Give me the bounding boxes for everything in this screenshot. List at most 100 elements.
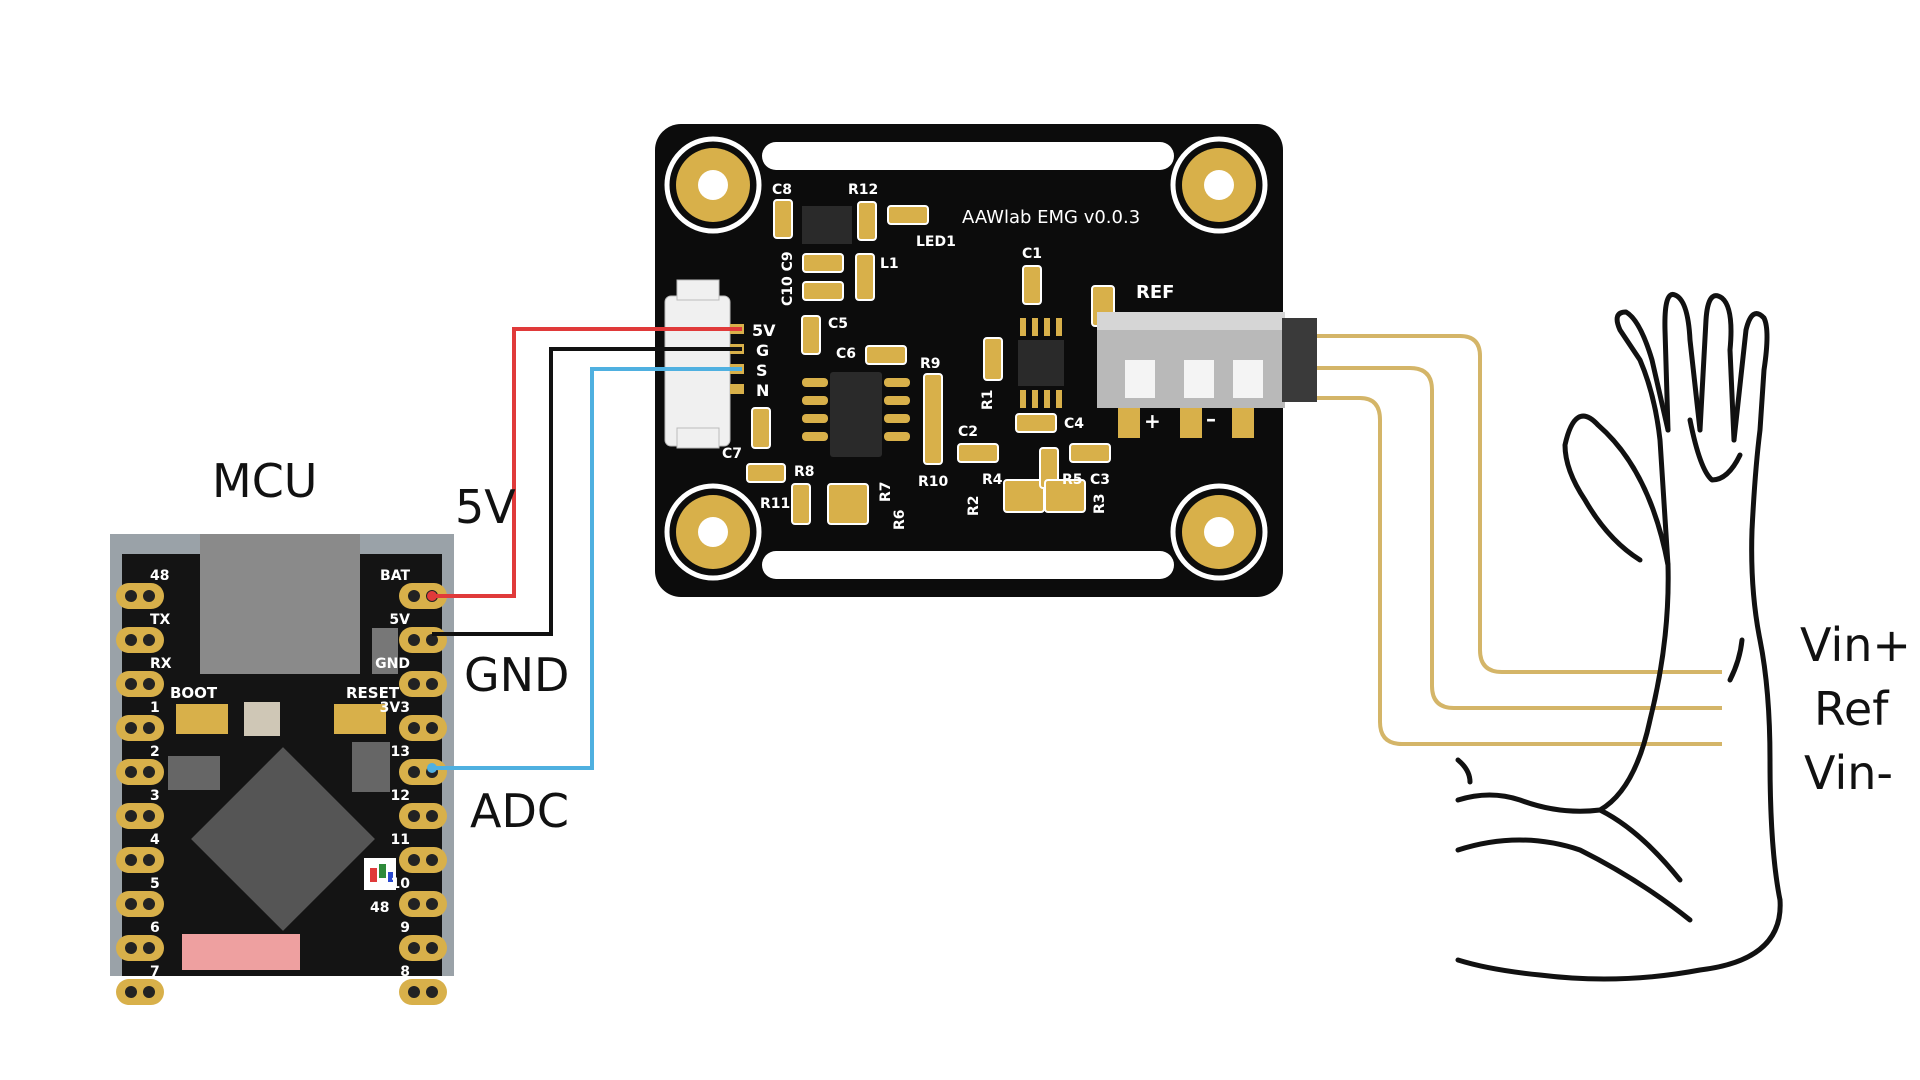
usb-connector <box>200 534 360 674</box>
mcu-pin-left-5 <box>116 803 164 829</box>
mcu-pin-label: RX <box>150 656 172 672</box>
mcu-pin-right-3 <box>399 715 447 741</box>
mounting-hole <box>664 136 762 234</box>
label-c8: C8 <box>772 182 792 198</box>
ic-regulator <box>802 206 852 244</box>
label-c3: C3 <box>1090 472 1110 488</box>
mcu-pin-label: 11 <box>391 832 410 848</box>
mcu-pin-label: 9 <box>400 920 410 936</box>
mcu-pin-left-7 <box>116 891 164 917</box>
label-r11: R11 <box>760 496 790 512</box>
pin-label-n: N <box>756 381 769 400</box>
mcu-pin-right-4 <box>399 759 447 785</box>
mcu-pin-right-7 <box>399 891 447 917</box>
emg-sensor-board: 5V G S N <box>655 124 1317 597</box>
label-r10: R10 <box>918 474 949 490</box>
wire-adc <box>427 367 742 773</box>
mcu-pin-right-1 <box>399 627 447 653</box>
wire-ref <box>1317 366 1722 710</box>
mcu-pin-left-1 <box>116 627 164 653</box>
mcu-pin-left-4 <box>116 759 164 785</box>
label-r4: R4 <box>982 472 1003 488</box>
mcu-pin-label: 3 <box>150 788 160 804</box>
electrode-wires <box>1317 334 1722 746</box>
boot-button <box>176 704 228 734</box>
vin-plus-label: Vin+ <box>1800 618 1911 672</box>
mcu-label: MCU <box>212 454 318 508</box>
mcu-pin-label: TX <box>150 612 171 628</box>
wire-gnd-label: GND <box>464 648 570 702</box>
mcu-pin-label: 10 <box>391 876 411 892</box>
smd-components <box>746 199 1111 525</box>
vin-minus-label: Vin- <box>1804 746 1893 800</box>
led <box>887 205 929 225</box>
label-r9: R9 <box>920 356 941 372</box>
label-c2: C2 <box>958 424 978 440</box>
mcu-chip <box>191 747 375 931</box>
mcu-pin-right-5 <box>399 803 447 829</box>
mcu-board: BOOT RESET 48 <box>110 534 454 976</box>
mcu-pin-right-8 <box>399 935 447 961</box>
label-r5: R5 <box>1062 472 1083 488</box>
mcu-pin-label: 48 <box>150 568 169 584</box>
mcu-pin-label: 3V3 <box>380 700 410 716</box>
label-r7: R7 <box>878 481 894 502</box>
plus-label: + <box>1144 409 1161 433</box>
wire-gnd <box>432 347 742 636</box>
label-l1: L1 <box>880 256 899 272</box>
wire-vin-plus <box>1317 334 1722 674</box>
mcu-pin-right-9 <box>399 979 447 1005</box>
label-c1: C1 <box>1022 246 1042 262</box>
label-c10c9: C10 C9 <box>780 251 796 306</box>
ic-instrumentation-amp <box>1018 318 1064 408</box>
board-title: AAWlab EMG v0.0.3 <box>962 207 1140 228</box>
electrode-connector <box>1097 312 1317 438</box>
ic-amplifier <box>802 372 910 457</box>
mcu-pin-label: 6 <box>150 920 160 936</box>
mcu-pin-left-0 <box>116 583 164 609</box>
wire-5v <box>427 327 742 601</box>
led-label: 48 <box>370 900 389 916</box>
mcu-pin-label: 1 <box>150 700 160 716</box>
label-r1: R1 <box>980 389 996 410</box>
mcu-pin-left-6 <box>116 847 164 873</box>
label-c7: C7 <box>722 446 742 462</box>
pin-label-g: G <box>756 341 769 360</box>
reset-label: RESET <box>346 684 400 702</box>
mcu-pin-label: 7 <box>150 964 160 980</box>
mcu-pin-label: 2 <box>150 744 160 760</box>
label-r8: R8 <box>794 464 815 480</box>
reset-button <box>334 704 386 734</box>
label-r3: R3 <box>1092 493 1108 514</box>
mcu-pin-label: 8 <box>400 964 410 980</box>
mounting-hole <box>1170 136 1268 234</box>
mcu-pin-right-6 <box>399 847 447 873</box>
mcu-pin-label: GND <box>375 656 410 672</box>
wire-5v-label: 5V <box>455 480 516 534</box>
mcu-pin-label: 13 <box>391 744 410 760</box>
pin-label-s: S <box>756 361 768 380</box>
mcu-pin-label: 5 <box>150 876 160 892</box>
antenna <box>182 934 300 970</box>
label-r12: R12 <box>848 182 878 198</box>
mounting-hole <box>1170 483 1268 581</box>
minus-label: – <box>1206 407 1216 431</box>
wire-adc-label: ADC <box>470 784 570 838</box>
label-led1: LED1 <box>916 234 956 250</box>
mcu-pin-label: BAT <box>380 568 410 584</box>
mcu-pin-left-9 <box>116 979 164 1005</box>
arm-illustration <box>1455 292 1783 982</box>
boot-label: BOOT <box>170 684 218 702</box>
pin-label-5v: 5V <box>752 321 776 340</box>
mcu-pin-label: 5V <box>389 612 410 628</box>
ref-label: REF <box>1136 282 1174 303</box>
label-c5: C5 <box>828 316 848 332</box>
mcu-pin-label: 4 <box>150 832 160 848</box>
ref-electrode-label: Ref <box>1814 682 1889 736</box>
mcu-pin-left-3 <box>116 715 164 741</box>
label-r6: R6 <box>892 509 908 530</box>
label-c6: C6 <box>836 346 856 362</box>
